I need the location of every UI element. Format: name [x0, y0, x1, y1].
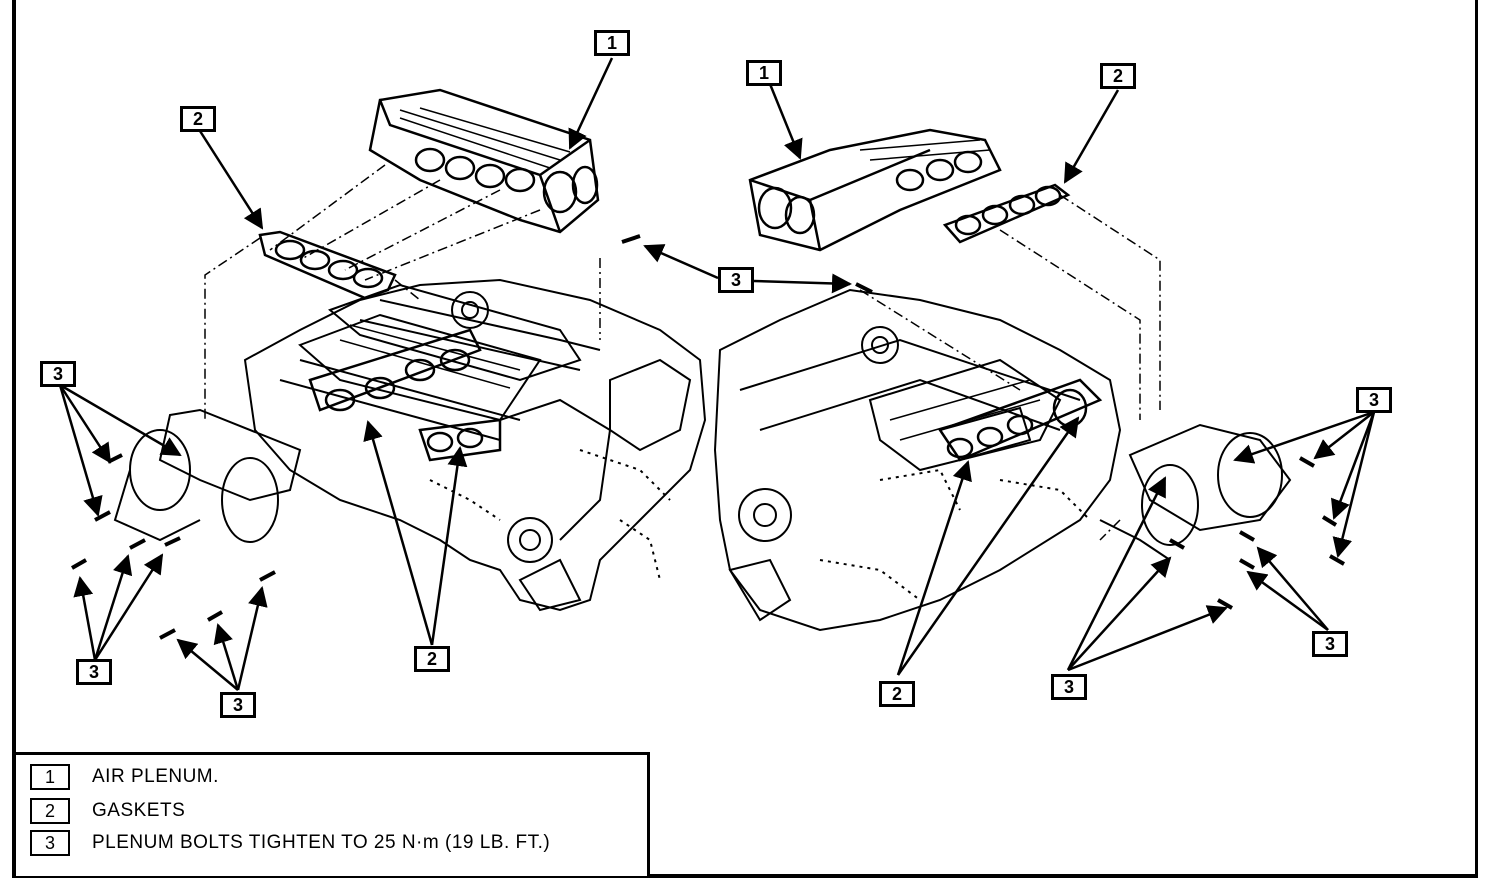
callout-left-plenum: 1 [594, 30, 630, 56]
left-front-cover [113, 408, 302, 543]
callout-right-bolts-upper: 3 [1356, 387, 1392, 413]
right-arrows [768, 83, 1376, 676]
legend-number: 2 [30, 798, 70, 824]
legend-item: 1 AIR PLENUM. [30, 763, 219, 791]
callout-left-gaskets-lower: 2 [414, 646, 450, 672]
right-rocker-cover [868, 358, 1062, 472]
left-plenum-port-flange [308, 328, 502, 462]
legend: 1 AIR PLENUM. 2 GASKETS 3 PLENUM BOLTS T… [16, 752, 650, 876]
left-bolts [71, 234, 641, 640]
callout-right-bolts-lower-b: 3 [1051, 674, 1087, 700]
callout-center-bolts: 3 [718, 267, 754, 293]
left-arrows [58, 57, 614, 691]
left-leader-lines [204, 164, 601, 420]
legend-item: 3 PLENUM BOLTS TIGHTEN TO 25 N·m (19 LB.… [30, 829, 550, 857]
legend-number: 1 [30, 764, 70, 790]
right-plenum [748, 128, 1002, 252]
figure-frame [12, 0, 1478, 878]
right-plenum-port-flange [938, 378, 1103, 462]
callout-left-bolts-lower-a: 3 [76, 659, 112, 685]
callout-left-bolts-upper: 3 [40, 361, 76, 387]
left-rocker-cover [298, 283, 582, 422]
right-leader-lines [859, 194, 1161, 541]
callout-left-gasket-top: 2 [180, 106, 216, 132]
callout-right-gaskets-lower: 2 [879, 681, 915, 707]
right-bolts [855, 282, 1345, 610]
callout-right-gasket-top: 2 [1100, 63, 1136, 89]
legend-number: 3 [30, 830, 70, 856]
legend-text: AIR PLENUM. [92, 766, 219, 787]
right-engine-block [713, 288, 1122, 632]
callout-right-plenum: 1 [746, 60, 782, 86]
legend-item: 2 GASKETS [30, 797, 185, 825]
left-engine-block [243, 278, 707, 612]
right-gasket-top [942, 183, 1071, 244]
legend-text: GASKETS [92, 800, 186, 821]
center-arrows [643, 244, 852, 294]
callout-left-bolts-lower-b: 3 [220, 692, 256, 718]
right-front-cover [1099, 423, 1292, 561]
left-plenum [368, 88, 600, 234]
callout-right-bolts-lower-a: 3 [1312, 631, 1348, 657]
legend-text: PLENUM BOLTS TIGHTEN TO 25 N·m (19 LB. F… [92, 832, 551, 853]
